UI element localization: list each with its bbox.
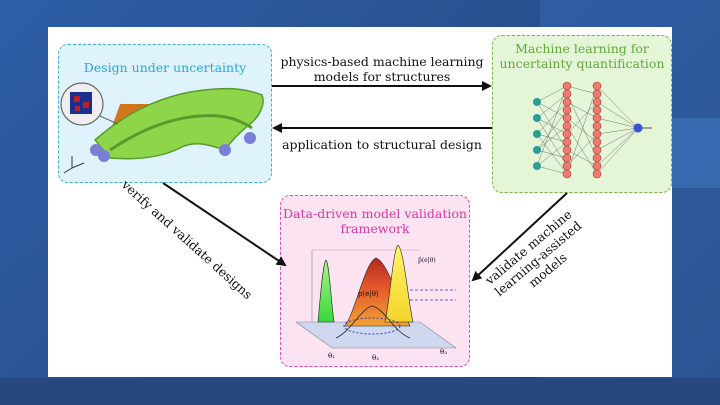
axis-label-theta-1: θ₁ <box>328 352 335 360</box>
density-plot-illustration <box>295 244 457 349</box>
arrow-ml-to-validation <box>471 192 568 282</box>
nn-output-node <box>633 123 643 133</box>
background-band <box>0 378 720 405</box>
edge-label-design-to-ml: physics-based machine learning models fo… <box>280 54 484 84</box>
neural-network-illustration <box>536 85 652 175</box>
arrow-design-to-validation <box>162 182 287 267</box>
peak-label: p̂(e|θ) <box>418 257 436 264</box>
density-label: p(e|θ) <box>358 290 379 298</box>
axis-label-theta-3: θ₃ <box>440 348 447 356</box>
edge-label-ml-to-design: application to structural design <box>282 137 482 152</box>
validation-node-title: Data-driven model validation framework <box>283 206 467 236</box>
design-node-title: Design under uncertainty <box>83 60 247 75</box>
nn-hidden-layer-1 <box>562 81 572 179</box>
ml-node-title: Machine learning for uncertainty quantif… <box>499 41 665 71</box>
nn-input-layer <box>533 98 541 170</box>
bracket-illustration <box>60 82 264 174</box>
axis-label-theta-2: θ₂ <box>372 354 379 362</box>
nn-hidden-layer-2 <box>592 81 602 179</box>
ml-node <box>492 35 672 193</box>
